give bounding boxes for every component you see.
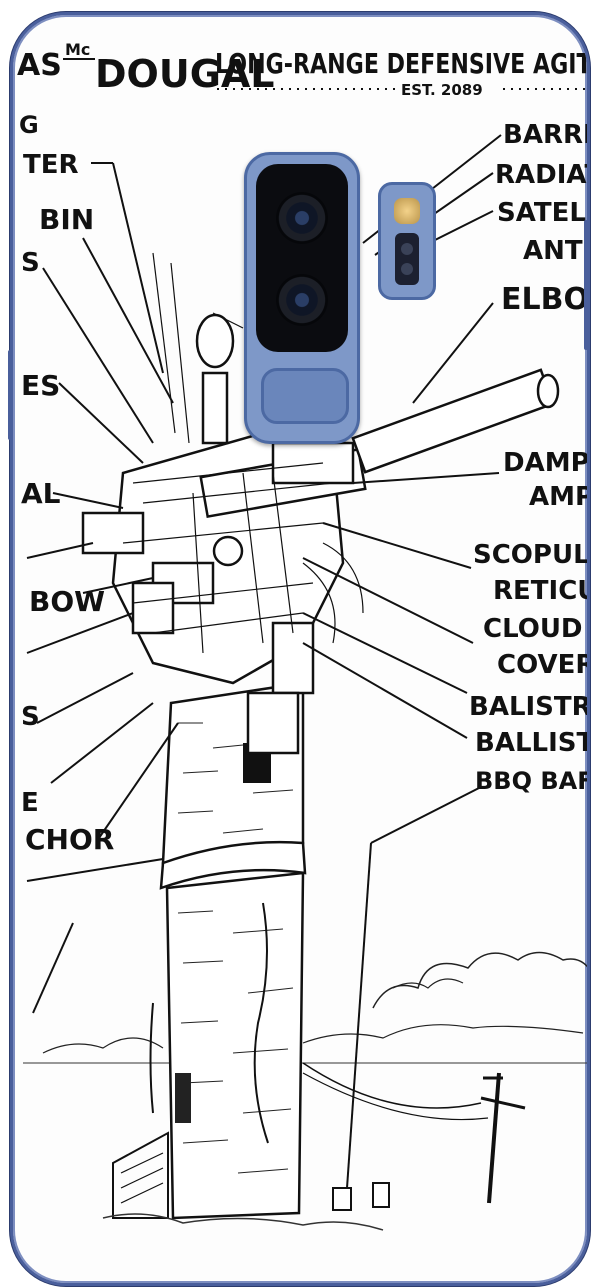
side-button-left (8, 350, 12, 440)
label-left-es: ES (21, 369, 60, 402)
title-name: DOUGAL (95, 52, 275, 96)
camera-module (244, 152, 360, 444)
label-antenna: ANTI (523, 236, 590, 266)
title-est: EST. 2089 (401, 81, 483, 99)
label-left-bin: BIN (39, 203, 94, 236)
label-satellite: SATELL (497, 198, 590, 228)
label-scopula: SCOPULA (473, 540, 590, 570)
label-left-s2: S (21, 702, 40, 732)
label-ballista: BALLISTA (475, 728, 590, 758)
sensor-icon (395, 233, 419, 285)
label-left-s: S (21, 248, 40, 278)
label-amp: AMP (529, 482, 590, 512)
title-mc: Mc (65, 40, 90, 59)
tower-illustration: AS Mc DOUGAL LONG-RANGE DEFENSIVE AGITA … (17, 40, 590, 1231)
label-balistri: BALISTRI (469, 692, 590, 722)
label-left-g: G (19, 111, 39, 139)
camera-window (256, 164, 348, 352)
side-button-right (584, 220, 588, 350)
label-reticule: RETICUL (493, 576, 590, 606)
flash-icon (394, 198, 420, 224)
label-left-ter: TER (23, 150, 79, 180)
camera-lens-icon (276, 274, 328, 326)
label-barrel: BARRE (503, 120, 590, 150)
label-left-chor: CHOR (25, 823, 114, 856)
label-elbow: ELBOV (501, 282, 590, 317)
label-left-bow: BOW (29, 585, 105, 618)
label-cover: COVER (497, 650, 590, 680)
fingerprint-sensor (261, 368, 349, 424)
label-bbq: BBQ BAF (475, 767, 590, 795)
flash-module (378, 182, 436, 300)
label-damper: DAMPI (503, 448, 590, 478)
title-rest: LONG-RANGE DEFENSIVE AGITA (215, 47, 590, 80)
label-radiator: RADIATO (495, 160, 590, 190)
camera-lens-icon (276, 192, 328, 244)
label-left-al: AL (21, 477, 61, 510)
title-prefix: AS (17, 48, 62, 83)
label-left-e: E (21, 788, 39, 818)
label-cloud: CLOUD (483, 614, 583, 644)
